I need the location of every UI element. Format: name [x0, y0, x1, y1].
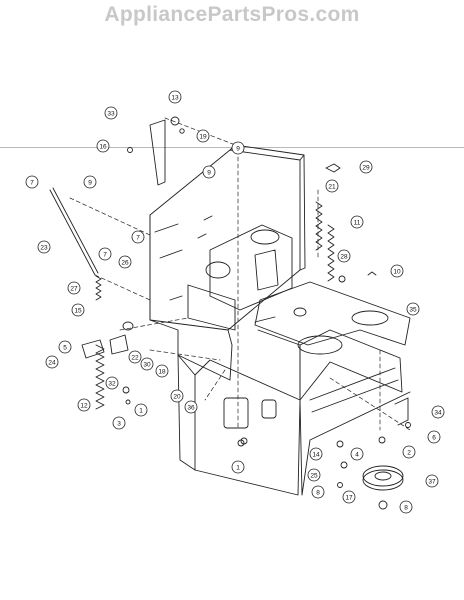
callout-35: 35 [406, 302, 420, 316]
callout-34: 34 [431, 405, 445, 419]
callout-7: 7 [98, 247, 112, 261]
svg-text:19: 19 [199, 134, 207, 141]
callout-8: 8 [399, 500, 413, 514]
svg-text:26: 26 [121, 260, 129, 267]
watermark: AppliancePartsPros.com [104, 3, 360, 26]
svg-text:5: 5 [63, 345, 67, 352]
svg-text:16: 16 [99, 144, 107, 151]
callout-25: 25 [307, 468, 321, 482]
callout-16: 16 [96, 139, 110, 153]
svg-text:17: 17 [345, 495, 353, 502]
svg-text:18: 18 [158, 369, 166, 376]
callout-14: 14 [309, 447, 323, 461]
svg-text:29: 29 [362, 165, 370, 172]
pulley [362, 469, 404, 491]
control-rod [49, 189, 96, 276]
svg-text:7: 7 [136, 235, 140, 242]
engine-mount [209, 224, 293, 311]
svg-text:8: 8 [404, 505, 408, 512]
svg-text:7: 7 [103, 252, 107, 259]
callout-6: 6 [427, 430, 441, 444]
callout-9: 9 [202, 165, 216, 179]
svg-text:12: 12 [80, 403, 88, 410]
callout-7: 7 [131, 230, 145, 244]
callout-12: 12 [77, 398, 91, 412]
callout-1: 1 [134, 403, 148, 417]
svg-text:9: 9 [88, 180, 92, 187]
svg-text:36: 36 [187, 405, 195, 412]
frame-left-side [149, 214, 233, 381]
callout-9: 9 [83, 175, 97, 189]
callout-23: 23 [37, 240, 51, 254]
svg-text:9: 9 [236, 146, 240, 153]
svg-text:3: 3 [117, 421, 121, 428]
svg-text:13: 13 [171, 95, 179, 102]
callout-3: 3 [112, 416, 126, 430]
callout-4: 4 [350, 447, 364, 461]
callout-37: 37 [425, 474, 439, 488]
svg-text:10: 10 [393, 269, 401, 276]
callout-10: 10 [390, 264, 404, 278]
svg-text:30: 30 [143, 362, 151, 369]
frame-top-deck [254, 281, 411, 346]
callout-24: 24 [45, 355, 59, 369]
svg-text:28: 28 [340, 254, 348, 261]
svg-text:25: 25 [310, 473, 318, 480]
svg-text:23: 23 [40, 245, 48, 252]
svg-text:15: 15 [74, 308, 82, 315]
callout-7: 7 [25, 175, 39, 189]
svg-text:8: 8 [316, 490, 320, 497]
callout-33: 33 [104, 106, 118, 120]
callout-2: 2 [402, 445, 416, 459]
callout-18: 18 [155, 364, 169, 378]
svg-text:35: 35 [409, 307, 417, 314]
svg-text:4: 4 [355, 452, 359, 459]
callout-17: 17 [342, 490, 356, 504]
svg-text:21: 21 [328, 184, 336, 191]
callouts: 13 33 19 16 9 7 9 9 29 21 11 7 23 26 7 2… [25, 90, 445, 514]
callout-36: 36 [184, 400, 198, 414]
callout-13: 13 [168, 90, 182, 104]
callout-29: 29 [359, 160, 373, 174]
svg-text:33: 33 [107, 111, 115, 118]
callout-1: 1 [231, 460, 245, 474]
svg-text:14: 14 [312, 452, 320, 459]
svg-text:37: 37 [428, 479, 436, 486]
callout-20: 20 [170, 389, 184, 403]
svg-text:22: 22 [131, 355, 139, 362]
callout-8: 8 [311, 485, 325, 499]
svg-text:27: 27 [70, 286, 78, 293]
right-spring [315, 201, 323, 251]
svg-text:1: 1 [236, 465, 240, 472]
svg-text:11: 11 [354, 220, 361, 227]
left-spring [95, 344, 105, 410]
svg-text:9: 9 [207, 170, 211, 177]
callout-26: 26 [118, 255, 132, 269]
callout-11: 11 [350, 215, 364, 229]
svg-text:34: 34 [434, 410, 442, 417]
svg-text:32: 32 [108, 381, 116, 388]
callout-22: 22 [128, 350, 142, 364]
svg-text:24: 24 [48, 360, 56, 367]
callout-9: 9 [231, 141, 245, 155]
svg-text:6: 6 [432, 435, 436, 442]
svg-text:20: 20 [173, 394, 181, 401]
callout-19: 19 [196, 129, 210, 143]
callout-28: 28 [337, 249, 351, 263]
svg-text:7: 7 [30, 180, 34, 187]
callout-15: 15 [71, 303, 85, 317]
control-arm [149, 119, 166, 186]
svg-text:2: 2 [407, 450, 411, 457]
callout-30: 30 [140, 357, 154, 371]
svg-text:1: 1 [139, 408, 143, 415]
callout-21: 21 [325, 179, 339, 193]
callout-5: 5 [58, 340, 72, 354]
callout-32: 32 [105, 376, 119, 390]
callout-27: 27 [67, 281, 81, 295]
